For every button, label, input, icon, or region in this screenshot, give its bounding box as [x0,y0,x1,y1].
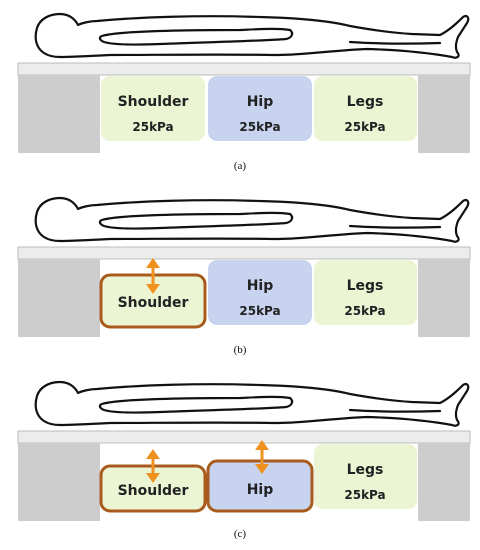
lying-person-outline [34,196,470,243]
mattress-left-block [18,443,100,521]
leg-separation-line [348,224,442,229]
hip-zone [208,76,312,141]
panel-c: Shoulder Hip Legs 25kPa (c) [0,368,480,548]
shoulder-inflation-arrow-icon [146,258,160,294]
lying-person-outline [34,380,470,427]
shoulder-inflation-arrow-icon [146,449,160,483]
mattress [17,62,471,153]
legs-zone-pressure: 25kPa [344,488,385,502]
mattress [17,430,471,521]
panel-a-caption: (a) [233,160,247,172]
mattress-left-block [18,259,100,337]
mattress-right-block [418,259,470,337]
hip-zone-pressure: 25kPa [239,120,280,134]
arrow-head-down [255,464,269,474]
mattress-right-block [418,75,470,153]
shoulder-zone-label: Shoulder [118,295,189,311]
arrow-head-down [146,284,160,294]
legs-zone-label: Legs [347,94,384,110]
legs-zone-pressure: 25kPa [344,120,385,134]
shoulder-zone-label: Shoulder [118,94,189,110]
hip-zone-label: Hip [247,94,274,110]
pressure-zones: Shoulder 25kPa Hip 25kPa Legs 25kPa [101,76,417,141]
hip-zone-pressure: 25kPa [239,304,280,318]
shoulder-zone-pressure: 25kPa [132,120,173,134]
legs-zone-pressure: 25kPa [344,304,385,318]
panel-b-drawing: Shoulder Hip 25kPa Legs 25kPa [17,196,471,337]
shoulder-zone [101,76,205,141]
arm-outline [98,27,294,46]
panel-b-caption: (b) [233,344,247,356]
legs-zone [314,260,417,325]
mattress-right-block [418,443,470,521]
mattress-top [17,430,471,444]
panel-c-drawing: Shoulder Hip Legs 25kPa [17,380,471,521]
legs-zone-label: Legs [347,278,384,294]
arrow-head-up [255,440,269,450]
panel-a: Shoulder 25kPa Hip 25kPa Legs 25kPa (a) [0,0,480,180]
mattress-top [17,62,471,76]
arrow-head-up [146,258,160,268]
panel-c-caption: (c) [233,528,247,540]
hip-zone-label: Hip [247,482,274,498]
hip-zone-label: Hip [247,278,274,294]
lying-person-outline [34,12,470,59]
arrow-head-down [146,473,160,483]
panel-b: Shoulder Hip 25kPa Legs 25kPa (b) [0,184,480,364]
mattress-left-block [18,75,100,153]
hip-inflation-arrow-icon [255,440,269,474]
leg-separation-line [348,408,442,413]
shoulder-zone-label: Shoulder [118,483,189,499]
pressure-zones: Shoulder Hip 25kPa Legs 25kPa [99,260,417,329]
pressure-zones: Shoulder Hip Legs 25kPa [99,444,417,513]
arrow-head-up [146,449,160,459]
legs-zone-label: Legs [347,462,384,478]
legs-zone [314,76,417,141]
hip-zone [208,260,312,325]
panel-a-drawing: Shoulder 25kPa Hip 25kPa Legs 25kPa [17,12,471,153]
arm-outline [98,395,294,414]
arm-outline [98,211,294,230]
mattress [17,246,471,337]
legs-zone [314,444,417,509]
hip-zone [206,459,314,513]
mattress-top [17,246,471,260]
leg-separation-line [348,40,442,45]
